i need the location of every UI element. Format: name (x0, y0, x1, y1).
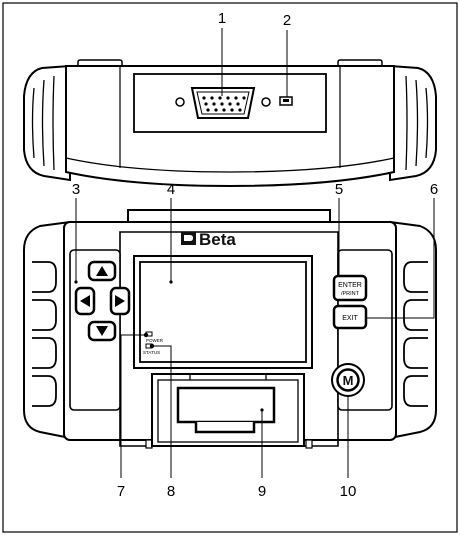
top-body-curve (65, 157, 395, 173)
callout-7: 7 (117, 483, 125, 500)
m-button[interactable]: M (331, 363, 365, 397)
leader-lines (75, 28, 435, 478)
arrow-down-button[interactable] (87, 320, 117, 342)
enter-print-button[interactable]: ENTER /PRINT (332, 274, 368, 302)
leader-line-8 (152, 345, 172, 478)
callout-9: 9 (258, 483, 266, 500)
leader-dot-7 (143, 332, 149, 338)
callout-1: 1 (218, 10, 226, 27)
top-right-grip (389, 64, 437, 182)
m-label: M (343, 373, 354, 388)
arrow-keypad (74, 260, 131, 342)
callout-10: 10 (340, 483, 357, 500)
top-left-grip (23, 64, 71, 182)
print-label: /PRINT (341, 291, 360, 297)
leader-dot-9 (260, 408, 264, 412)
device-top-view (23, 59, 437, 188)
front-top-bump (127, 209, 331, 222)
leader-dot-3 (74, 280, 78, 284)
arrow-up-icon (96, 266, 108, 276)
leader-line-6 (366, 198, 435, 319)
arrow-left-button[interactable] (74, 286, 96, 316)
callout-2: 2 (283, 12, 291, 29)
arrow-left-icon (80, 295, 90, 307)
status-led-label: STATUS (143, 350, 160, 355)
arrow-down-icon (96, 326, 108, 336)
top-left-grip-ribs (31, 75, 55, 171)
leader-line-7 (120, 334, 146, 478)
arrow-up-button[interactable] (87, 260, 117, 282)
exit-button[interactable]: EXIT (332, 304, 368, 330)
arrow-right-button[interactable] (109, 286, 131, 316)
usb-port-icon (279, 96, 293, 106)
printer-cover-tab (194, 422, 256, 434)
callout-4: 4 (167, 181, 175, 198)
callout-8: 8 (167, 483, 175, 500)
beta-logo-icon: Beta (181, 230, 236, 249)
db15-connector-icon (175, 87, 271, 119)
device-front-view: Beta ENTER (23, 209, 437, 449)
leader-dot-4 (169, 280, 173, 284)
callout-3: 3 (72, 181, 80, 198)
callout-6: 6 (430, 181, 438, 198)
printer-slot (151, 373, 305, 447)
arrow-right-icon (115, 295, 125, 307)
lcd-screen (139, 261, 307, 363)
callout-5: 5 (335, 181, 343, 198)
front-left-grip (23, 220, 71, 440)
printer-cover (176, 386, 276, 424)
power-led-label: POWER (146, 338, 164, 343)
exit-label: EXIT (342, 315, 358, 322)
top-right-grip-ribs (405, 75, 429, 171)
leader-dot-8 (149, 343, 155, 349)
enter-label: ENTER (338, 282, 362, 289)
foot-right (305, 439, 313, 449)
brand-name: Beta (199, 230, 236, 249)
front-right-grip (389, 220, 437, 440)
